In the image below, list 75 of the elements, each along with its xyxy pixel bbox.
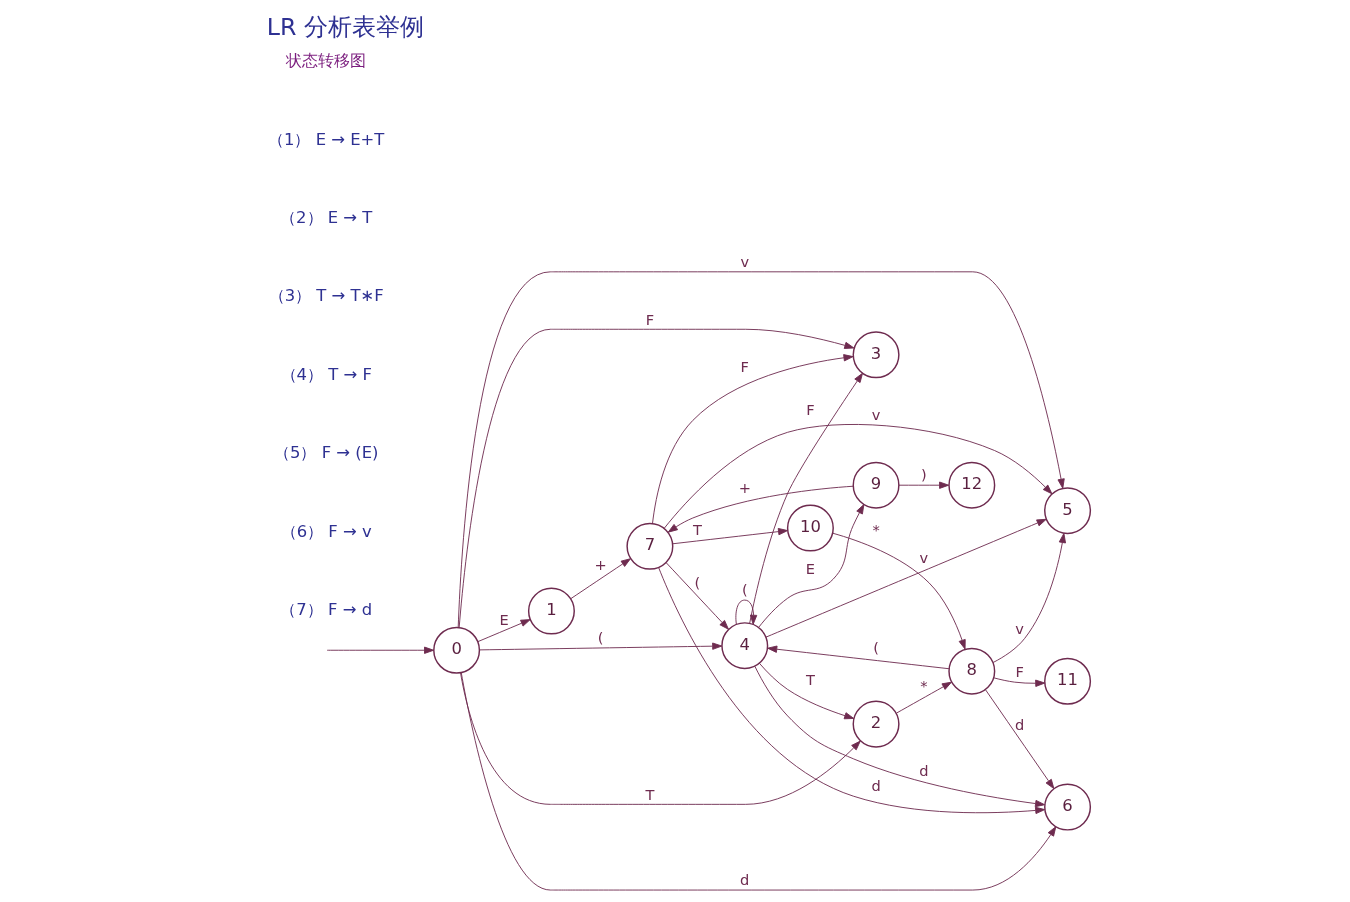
label: （7） F → d	[280, 600, 373, 620]
edge-label: v	[871, 406, 881, 424]
arrow	[570, 558, 631, 599]
arrow	[663, 424, 1053, 529]
node-circle: 8	[948, 647, 996, 695]
arrow	[896, 681, 952, 714]
label: （2） E → T	[280, 207, 373, 227]
edge-label: +	[738, 479, 751, 497]
diagram-title: LR 分析表举例	[266, 12, 424, 41]
arrow	[652, 354, 854, 524]
edge-label: +	[594, 555, 607, 573]
edge-label: v	[1015, 619, 1024, 637]
label: （3） T → T∗F	[268, 286, 384, 306]
arrow	[758, 504, 865, 628]
arrow	[665, 562, 729, 630]
arrow	[984, 689, 1055, 790]
label: （4） T → F	[280, 364, 372, 384]
node-circle: 2	[852, 700, 900, 748]
arrow	[749, 372, 863, 624]
arrow	[458, 328, 855, 628]
arrow	[460, 672, 1057, 891]
edge-label: F	[1015, 663, 1024, 681]
node-circle: 0	[433, 626, 481, 674]
arrow	[767, 645, 950, 670]
node-circle: 1	[527, 587, 575, 635]
label: 状态转移图	[286, 51, 367, 71]
arrow	[477, 619, 531, 643]
edge-label: d	[871, 777, 881, 795]
edge-label: (	[741, 581, 748, 599]
edge-label: (	[694, 574, 701, 592]
edge-label: F	[806, 400, 815, 418]
node-circle: 3	[852, 331, 900, 379]
node-circle: 9	[852, 461, 900, 509]
arrow	[658, 567, 1046, 815]
edge-label: T	[692, 521, 702, 539]
edge-label: d	[919, 761, 929, 779]
arrow	[672, 528, 789, 545]
edge-label: d	[1015, 716, 1025, 734]
edge-label: )	[921, 466, 927, 484]
arrow	[898, 481, 950, 489]
node-circle: 5	[1044, 487, 1092, 535]
edge-label: (	[873, 638, 879, 656]
arrow	[832, 532, 966, 650]
edge-label: v	[919, 549, 929, 567]
node-circle: 10	[786, 504, 834, 552]
arrow	[460, 672, 861, 805]
edge-label: *	[872, 521, 880, 539]
arrow	[326, 646, 435, 654]
arrow	[758, 662, 855, 720]
node-circle: 12	[948, 461, 996, 509]
edge-label: F	[740, 357, 749, 375]
edge-label: (	[597, 628, 604, 646]
edge-label: d	[740, 871, 750, 889]
node-circle: 6	[1044, 783, 1092, 831]
edge-label: *	[920, 677, 928, 695]
edge-label: F	[645, 310, 655, 328]
label: （5） F → (E)	[273, 443, 379, 463]
arrow	[667, 485, 854, 533]
edge-label: v	[740, 253, 750, 271]
arrow	[735, 599, 758, 625]
arrow	[457, 271, 1065, 628]
edge-label: T	[805, 670, 815, 688]
arrow	[993, 677, 1046, 687]
edge-label: T	[645, 785, 655, 803]
arrow	[765, 518, 1047, 638]
edge-label: E	[499, 610, 509, 628]
edge-label: E	[805, 560, 816, 578]
label: （6） F → v	[280, 521, 372, 541]
label: （1） E → E+T	[268, 129, 385, 149]
arrow	[479, 642, 723, 651]
arrow	[992, 533, 1066, 663]
node-circle: 7	[626, 522, 674, 570]
node-circle: 11	[1044, 657, 1092, 705]
arrow	[754, 665, 1046, 808]
node-circle: 4	[721, 622, 769, 670]
